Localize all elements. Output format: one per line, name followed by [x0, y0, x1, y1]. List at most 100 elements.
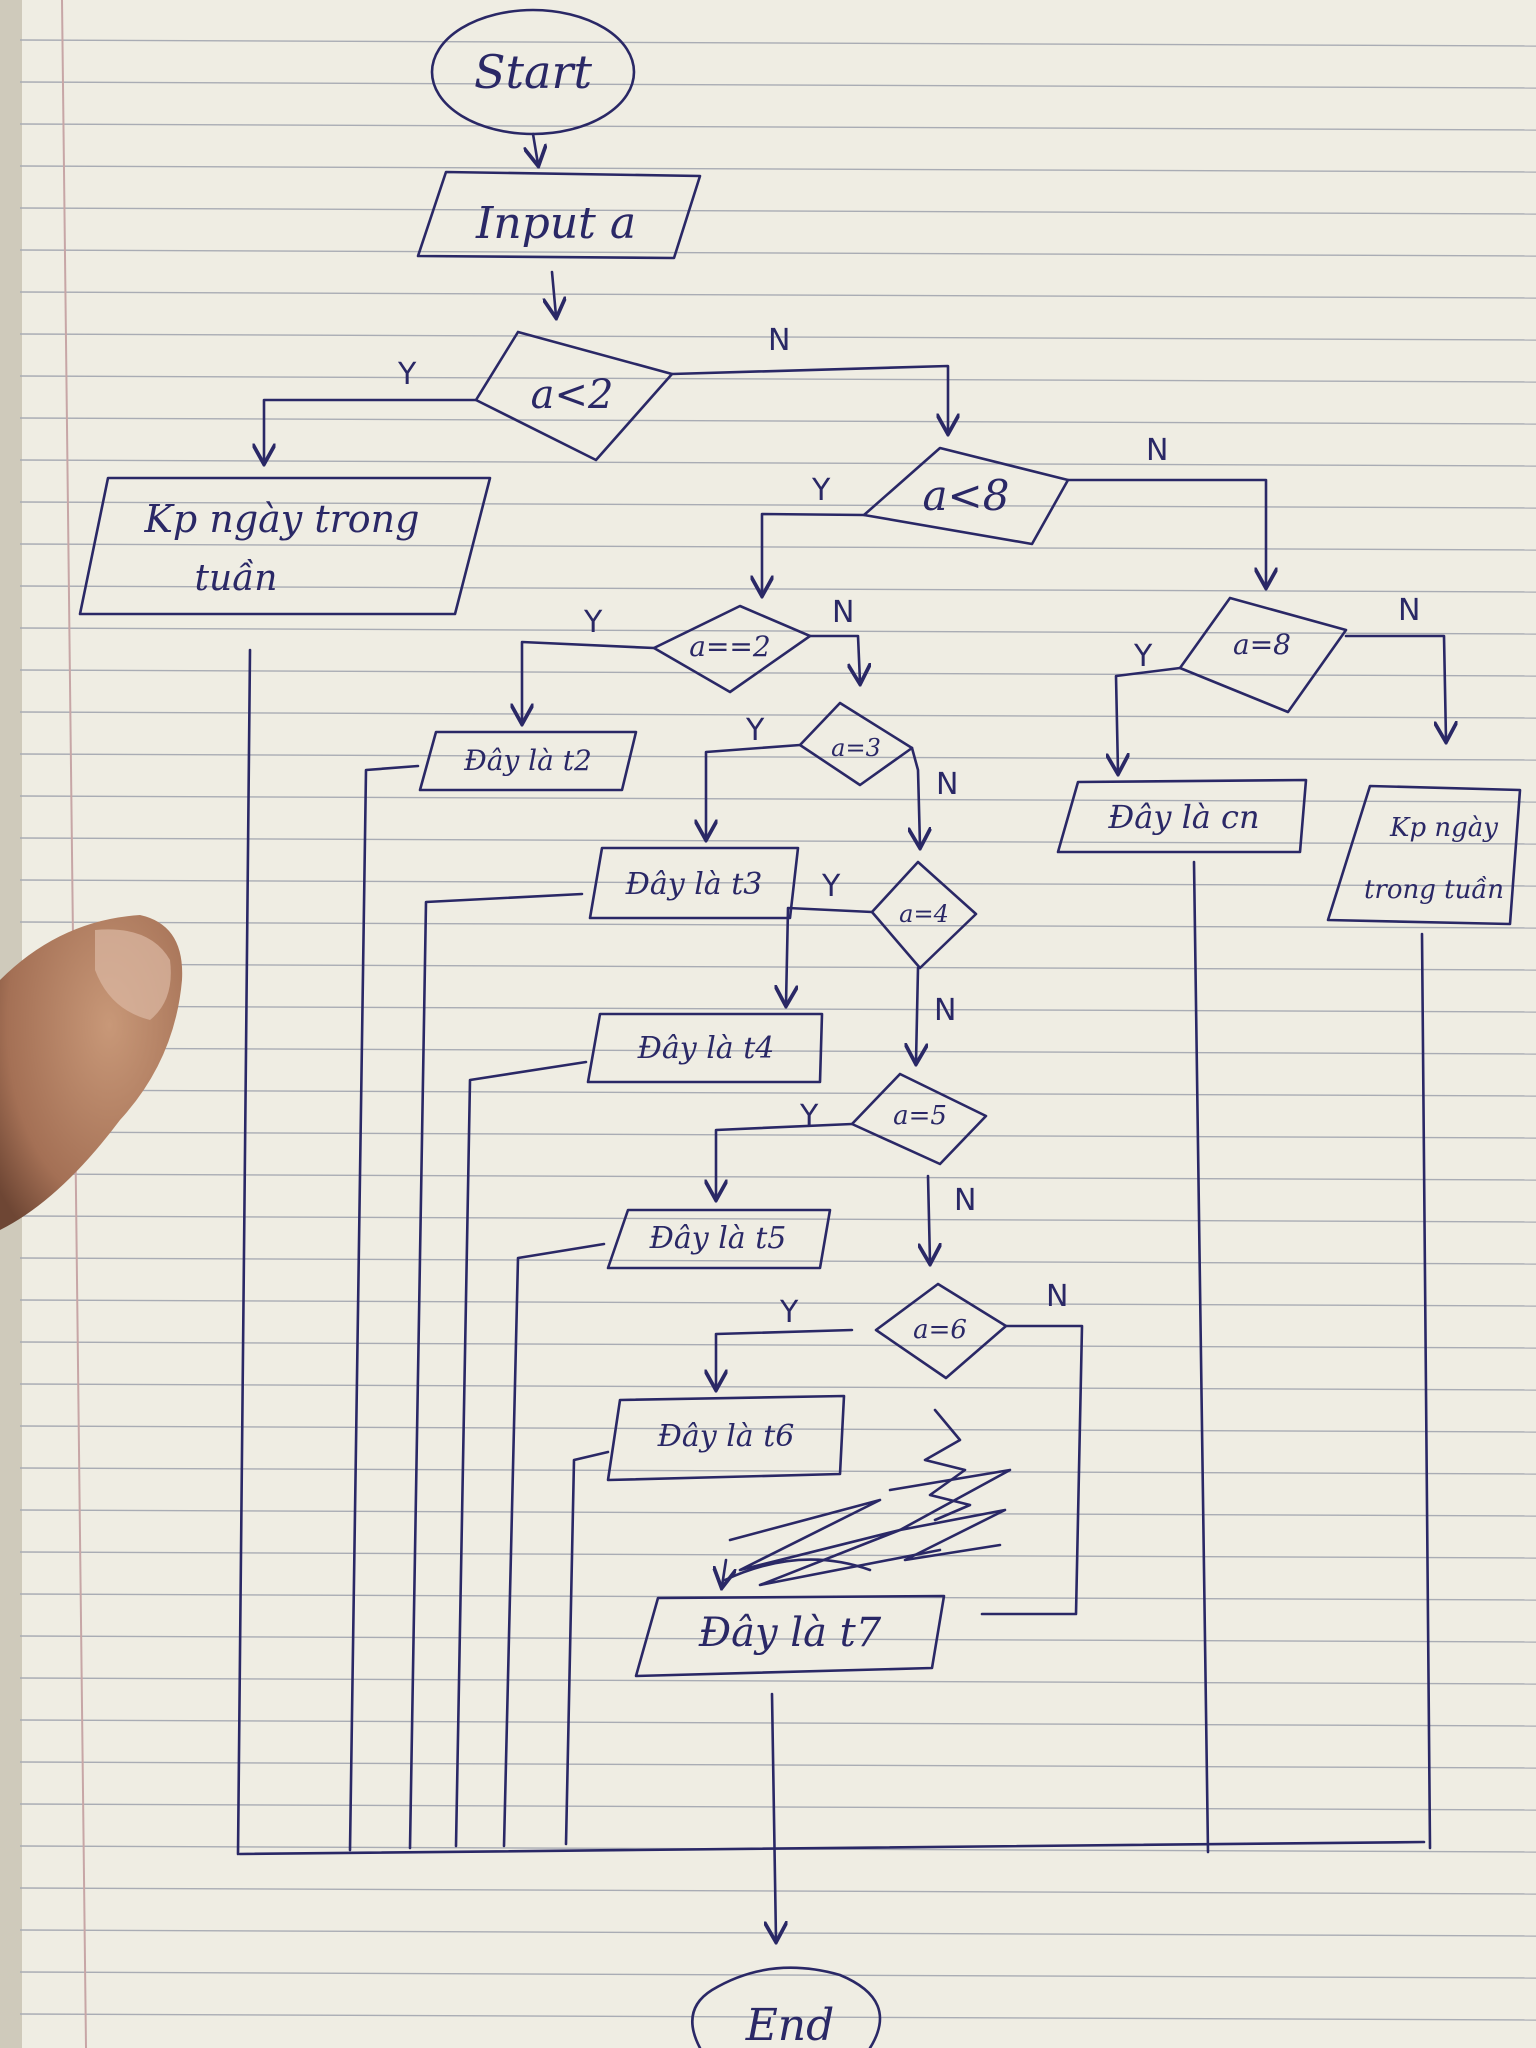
ruled-line — [19, 543, 1536, 551]
ruled-line — [19, 795, 1536, 803]
no-label-eq8: N — [1398, 593, 1420, 628]
ruled-line — [19, 1719, 1536, 1727]
ruled-line — [19, 585, 1536, 593]
ruled-line — [19, 963, 1536, 971]
connector-eq6-yes — [716, 1328, 854, 1388]
no-label-lt2: N — [768, 323, 790, 358]
connector-t2-return — [348, 764, 420, 1852]
invalid-right-line2: trong tuần — [1364, 875, 1504, 905]
connector-eq8-yes — [1116, 666, 1182, 772]
connector-eq3-no — [912, 746, 920, 846]
no-label-eq4: N — [934, 993, 956, 1028]
ruled-line — [19, 921, 1536, 929]
connector-lt8-yes — [762, 512, 866, 594]
yes-label-eq6: Y — [779, 1295, 799, 1330]
no-label-eq3: N — [936, 767, 958, 802]
ruled-line — [19, 1887, 1536, 1895]
ruled-line — [19, 1089, 1536, 1097]
ruled-line — [19, 39, 1536, 47]
ruled-line — [19, 837, 1536, 845]
ruled-line — [19, 249, 1536, 257]
ruled-line — [19, 1257, 1536, 1265]
d-eq3-label: a=3 — [831, 734, 881, 762]
decision-a-eq-8 — [1178, 596, 1348, 714]
connector-t3-return — [408, 892, 584, 1850]
output-t2 — [418, 730, 638, 792]
connectors — [236, 132, 1446, 1940]
connector-lt2-yes — [264, 398, 478, 462]
output-t4 — [586, 1012, 824, 1084]
ruled-line — [19, 1215, 1536, 1223]
end-terminal — [691, 1966, 882, 2048]
d-eq2-label: a==2 — [689, 630, 770, 663]
d-lt8-label: a<8 — [923, 471, 1010, 520]
d-eq8-label: a=8 — [1233, 628, 1291, 661]
connector-lt8-no — [1066, 478, 1266, 586]
ruled-line — [19, 1509, 1536, 1517]
connector-t4-return — [454, 1060, 588, 1848]
ruled-lines — [19, 39, 1536, 2021]
ruled-line — [19, 165, 1536, 173]
out-t7-label: Đây là t7 — [698, 1610, 882, 1656]
connector-eq8-no — [1344, 634, 1446, 740]
connector-eq3-yes — [706, 743, 802, 838]
yes-label-eq3: Y — [745, 713, 765, 748]
connector-t7-to-end — [772, 1692, 776, 1940]
yes-label-lt8: Y — [811, 473, 831, 508]
invalid-left-line1: Kp ngày trong — [144, 497, 420, 541]
d-lt2-label: a<2 — [531, 372, 614, 418]
crossed-out-scribble — [723, 1408, 1012, 1587]
ruled-line — [19, 501, 1536, 509]
ruled-line — [19, 1047, 1536, 1055]
out-t5-label: Đây là t5 — [649, 1221, 787, 1256]
connector-scribble-to-t7 — [722, 1558, 726, 1586]
ruled-line — [19, 1299, 1536, 1307]
ruled-line — [19, 1971, 1536, 1979]
fingernail — [95, 929, 171, 1020]
decision-a-eq-6 — [874, 1282, 1008, 1380]
out-t3-label: Đây là t3 — [625, 867, 763, 902]
ruled-line — [19, 879, 1536, 887]
ruled-line — [19, 753, 1536, 761]
no-label-lt8: N — [1146, 433, 1168, 468]
connector-eq5-no — [928, 1174, 930, 1262]
invalid-left-line2: tuần — [195, 558, 278, 599]
ruled-line — [19, 333, 1536, 341]
connector-merge-bus — [238, 1840, 1426, 1856]
d-eq6-label: a=6 — [913, 1315, 967, 1345]
ruled-line — [19, 2013, 1536, 2021]
input-parallelogram — [416, 170, 702, 260]
output-t3 — [588, 846, 800, 920]
input-label: Input a — [475, 198, 636, 249]
connector-eq6-no — [980, 1324, 1084, 1616]
connector-eq2-yes — [522, 640, 656, 722]
ruled-line — [19, 1551, 1536, 1559]
output-t7 — [634, 1594, 946, 1678]
yes-label-lt2: Y — [397, 357, 417, 392]
connector-eq4-yes — [786, 906, 874, 1004]
ruled-line — [19, 81, 1536, 89]
invalid-right-line1: Kp ngày — [1389, 813, 1498, 843]
ruled-line — [19, 1761, 1536, 1769]
out-cn-label: Đây là cn — [1107, 798, 1259, 836]
out-t2-label: Đây là t2 — [463, 744, 592, 777]
ruled-line — [19, 669, 1536, 677]
yes-label-eq5: Y — [799, 1099, 819, 1134]
ruled-line — [19, 291, 1536, 299]
ruled-line — [19, 1425, 1536, 1433]
output-t5 — [606, 1208, 832, 1270]
connector-t5-return — [502, 1242, 606, 1848]
ruled-line — [19, 627, 1536, 635]
d-eq5-label: a=5 — [893, 1101, 947, 1131]
ruled-line — [19, 1173, 1536, 1181]
d-eq4-label: a=4 — [899, 900, 949, 928]
out-t6-label: Đây là t6 — [657, 1419, 795, 1454]
connector-eq5-yes — [716, 1122, 854, 1198]
ruled-line — [19, 1383, 1536, 1391]
ruled-line — [19, 1635, 1536, 1643]
no-label-eq6: N — [1046, 1279, 1068, 1314]
ruled-line — [19, 123, 1536, 131]
ruled-line — [19, 1677, 1536, 1685]
ruled-line — [19, 1467, 1536, 1475]
